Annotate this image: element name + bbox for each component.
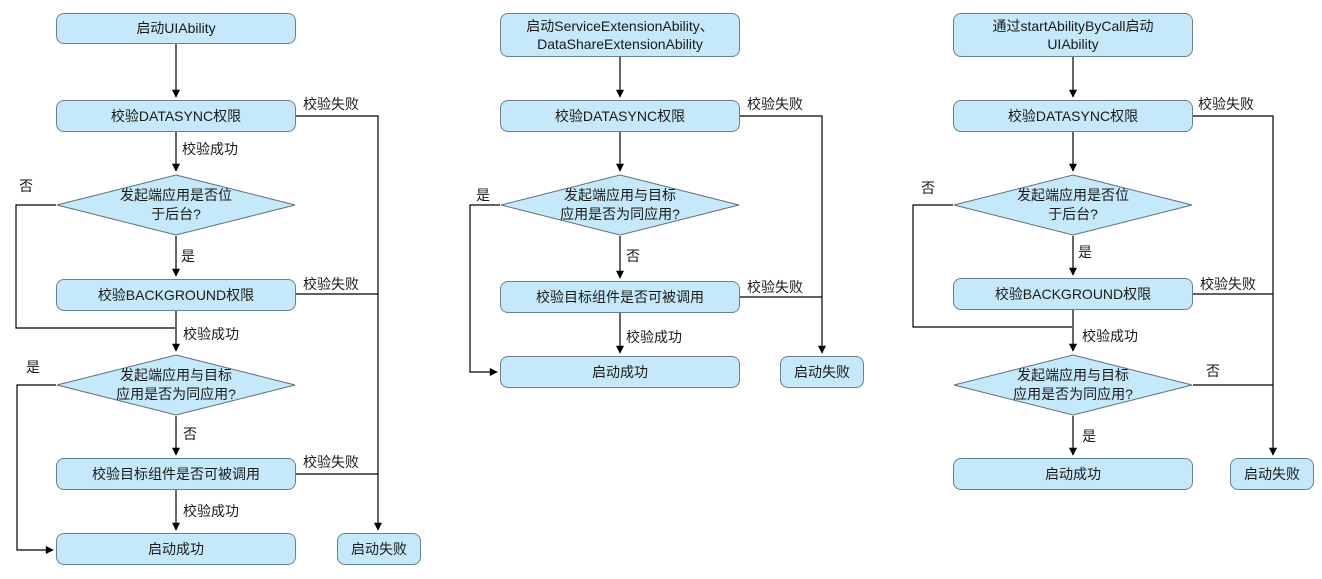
node-label: 校验DATASYNC权限 [110, 107, 242, 124]
decision-label: 发起端应用与目标 应用是否为同应用? [1013, 367, 1133, 402]
node-check-datasync-3: 校验DATASYNC权限 [953, 100, 1193, 132]
edge-label-yes: 是 [26, 359, 40, 375]
node-label: 启动ServiceExtensionAbility、 DataShareExte… [526, 17, 714, 52]
node-fail-1: 启动失败 [337, 533, 421, 565]
node-fail-3: 启动失败 [1230, 458, 1314, 490]
decision-same-app-2: 发起端应用与目标 应用是否为同应用? [500, 174, 740, 236]
node-check-background-3: 校验BACKGROUND权限 [953, 278, 1193, 310]
node-label: 校验目标组件是否可被调用 [536, 288, 704, 305]
node-check-background-1: 校验BACKGROUND权限 [56, 279, 296, 311]
node-label: 启动成功 [148, 540, 204, 557]
edge-label-check-fail: 校验失败 [303, 454, 359, 470]
edge-label-no: 否 [626, 248, 640, 264]
node-label: 校验DATASYNC权限 [1007, 107, 1139, 124]
node-fail-2: 启动失败 [780, 356, 864, 388]
edge-label-no: 否 [19, 178, 33, 194]
decision-same-app-3: 发起端应用与目标 应用是否为同应用? [953, 354, 1193, 416]
node-label: 校验BACKGROUND权限 [97, 286, 255, 303]
node-check-target-2: 校验目标组件是否可被调用 [500, 281, 740, 313]
edge-label-check-fail: 校验失败 [1198, 96, 1254, 112]
edge-label-check-success: 校验成功 [626, 329, 682, 345]
node-label: 校验BACKGROUND权限 [994, 285, 1152, 302]
decision-label: 发起端应用是否位 于后台? [120, 187, 232, 222]
diamond-shape [500, 174, 740, 236]
node-label: 启动成功 [1045, 465, 1101, 482]
edge-label-no: 否 [183, 426, 197, 442]
edge-label-check-fail: 校验失败 [747, 96, 803, 112]
edge-label-check-success: 校验成功 [1082, 328, 1138, 344]
diamond-shape [953, 354, 1193, 416]
node-label: 校验DATASYNC权限 [554, 107, 686, 124]
node-success-1: 启动成功 [56, 533, 296, 565]
edge-label-yes: 是 [1082, 428, 1096, 444]
edge-label-check-success: 校验成功 [183, 503, 239, 519]
node-label: 启动UIAbility [136, 20, 216, 37]
node-check-datasync-1: 校验DATASYNC权限 [56, 100, 296, 132]
node-label: 启动失败 [794, 363, 850, 380]
node-start-extension-ability: 启动ServiceExtensionAbility、 DataShareExte… [500, 13, 740, 57]
node-success-3: 启动成功 [953, 458, 1193, 490]
node-check-datasync-2: 校验DATASYNC权限 [500, 100, 740, 132]
node-label: 校验目标组件是否可被调用 [92, 465, 260, 482]
node-label: 启动失败 [1244, 465, 1300, 482]
edge-label-check-fail: 校验失败 [303, 276, 359, 292]
decision-label: 发起端应用与目标 应用是否为同应用? [560, 187, 680, 222]
edge-label-yes: 是 [476, 187, 490, 203]
edge-label-check-success: 校验成功 [182, 141, 238, 157]
node-label: 通过startAbilityByCall启动 UIAbility [992, 17, 1154, 52]
edge-label-check-fail: 校验失败 [747, 279, 803, 295]
diamond-shape [56, 174, 296, 236]
node-label: 启动成功 [592, 363, 648, 380]
node-label: 启动失败 [351, 540, 407, 557]
decision-app-in-background-3: 发起端应用是否位 于后台? [953, 174, 1193, 236]
node-check-target-1: 校验目标组件是否可被调用 [56, 458, 296, 490]
diamond-shape [56, 354, 296, 416]
edge-label-check-fail: 校验失败 [1200, 276, 1256, 292]
decision-label: 发起端应用与目标 应用是否为同应用? [116, 367, 236, 402]
edge-label-yes: 是 [181, 248, 195, 264]
node-start-uiability: 启动UIAbility [56, 13, 296, 44]
decision-label: 发起端应用是否位 于后台? [1017, 187, 1129, 222]
edge-label-check-fail: 校验失败 [303, 96, 359, 112]
node-start-ability-by-call: 通过startAbilityByCall启动 UIAbility [953, 13, 1193, 57]
edge-label-check-success: 校验成功 [183, 326, 239, 342]
edge-label-yes: 是 [1078, 244, 1092, 260]
node-success-2: 启动成功 [500, 356, 740, 388]
edge-label-no: 否 [921, 180, 935, 196]
decision-same-app-1: 发起端应用与目标 应用是否为同应用? [56, 354, 296, 416]
diamond-shape [953, 174, 1193, 236]
edge-label-no: 否 [1206, 363, 1220, 379]
decision-app-in-background-1: 发起端应用是否位 于后台? [56, 174, 296, 236]
